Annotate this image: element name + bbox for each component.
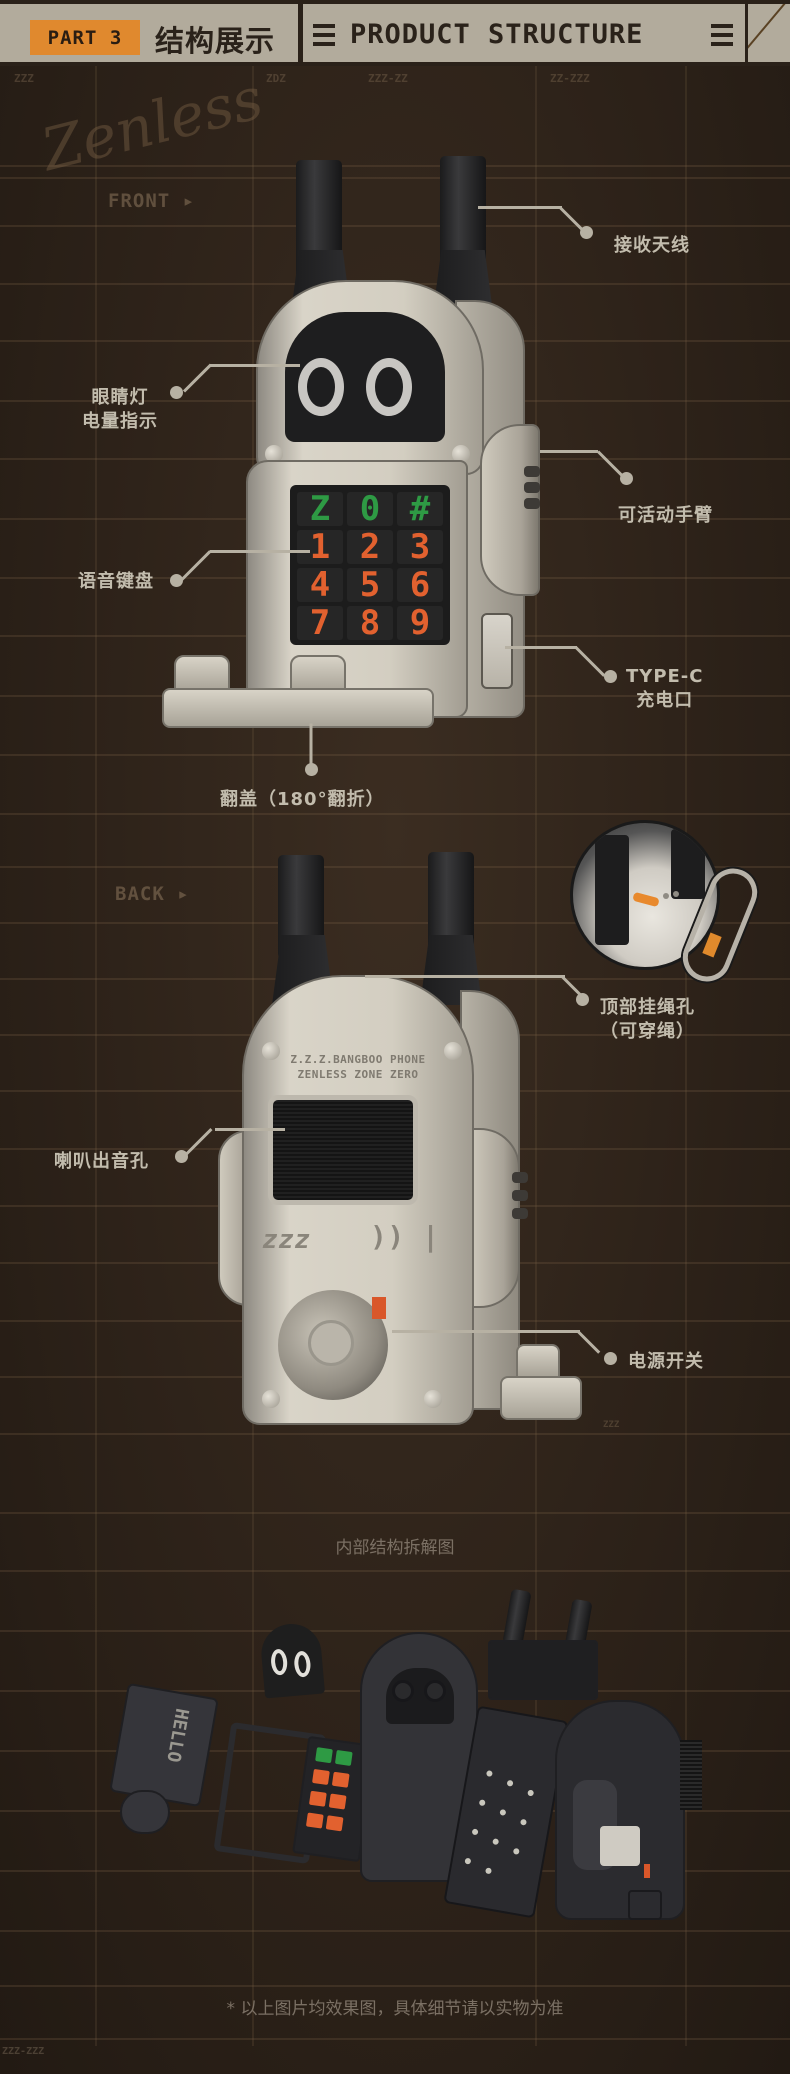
grid-tag: ZZZ [14, 72, 34, 85]
keypad-key: 2 [347, 530, 393, 564]
engraving: Z.Z.Z.BANGBOO PHONE ZENLESS ZONE ZERO [290, 1053, 426, 1081]
typec-port [481, 613, 513, 689]
callout-voice-keypad: 语音键盘 [78, 571, 154, 592]
keypad-key: 9 [397, 606, 443, 640]
keypad-key: # [397, 492, 443, 526]
callout-speaker-hole: 喇叭出音孔 [54, 1151, 149, 1172]
keypad-key: 5 [347, 568, 393, 602]
movable-arm [480, 424, 540, 596]
callout-movable-arm: 可活动手臂 [618, 505, 713, 526]
grid-tag: ZZZ [603, 1420, 620, 1430]
callout-lanyard-hole: 顶部挂绳孔 （可穿绳） [600, 997, 695, 1042]
eye-ring-left [298, 358, 344, 416]
keypad-key: 7 [297, 606, 343, 640]
callout-power-switch: 电源开关 [628, 1351, 704, 1372]
part-badge: PART 3 [30, 20, 140, 55]
keypad-key: 8 [347, 606, 393, 640]
section-title-en: PRODUCT STRUCTURE [350, 19, 644, 50]
keypad-key: 6 [397, 568, 443, 602]
keypad-key: 4 [297, 568, 343, 602]
grid-tag: ZDZ [266, 72, 286, 85]
power-switch-tab [372, 1297, 386, 1319]
header-plate-left: PART 3 结构展示 [0, 4, 298, 62]
stripes-icon [313, 24, 335, 46]
header-plate-mid: PRODUCT STRUCTURE [303, 4, 745, 62]
keypad-key: 3 [397, 530, 443, 564]
header-plate-right [748, 4, 790, 62]
arrow-icon [632, 891, 660, 908]
footer-tag: ZZZ-ZZZ [2, 2046, 45, 2057]
keypad-key: 1 [297, 530, 343, 564]
grid-tag: ZZZ-ZZ [368, 72, 408, 85]
keypad-key: 0 [347, 492, 393, 526]
speaker-grille [268, 1095, 418, 1205]
voice-keypad: Z 0 # 1 2 3 4 5 6 7 8 9 [290, 485, 450, 645]
callout-antenna: 接收天线 [614, 235, 690, 256]
back-section-tag: BACK ▸ [115, 883, 190, 905]
exploded-view-caption: 内部结构拆解图 [335, 1538, 455, 1558]
front-section-tag: FRONT ▸ [108, 190, 196, 212]
section-header: PART 3 结构展示 PRODUCT STRUCTURE [0, 0, 790, 66]
disclaimer-footnote: * 以上图片均效果图，具体细节请以实物为准 [226, 1999, 564, 2019]
slash-decoration [748, 4, 790, 61]
callout-typec: TYPE-C 充电口 [626, 666, 704, 711]
grid-tag: ZZ-ZZZ [550, 72, 590, 85]
sound-wave-emblem: )) | [370, 1220, 440, 1253]
lanyard-hole-detail [570, 820, 720, 970]
keypad-key: Z [297, 492, 343, 526]
flip-cover [162, 688, 434, 728]
section-title-cn: 结构展示 [155, 24, 276, 58]
callout-eye-light: 眼睛灯 电量指示 [82, 387, 158, 432]
power-knob [278, 1290, 388, 1400]
stripes-icon [711, 24, 733, 46]
callout-flip-cover: 翻盖（180°翻折） [220, 789, 385, 810]
zzz-emblem: zzz [262, 1225, 311, 1255]
eye-ring-right [366, 358, 412, 416]
